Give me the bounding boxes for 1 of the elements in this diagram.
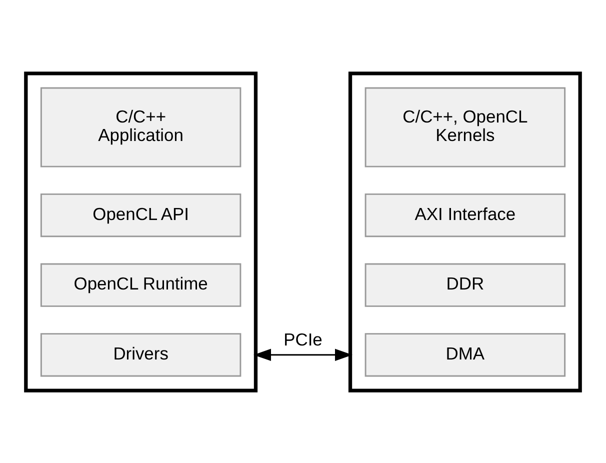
edge-label: PCIe xyxy=(284,329,322,350)
